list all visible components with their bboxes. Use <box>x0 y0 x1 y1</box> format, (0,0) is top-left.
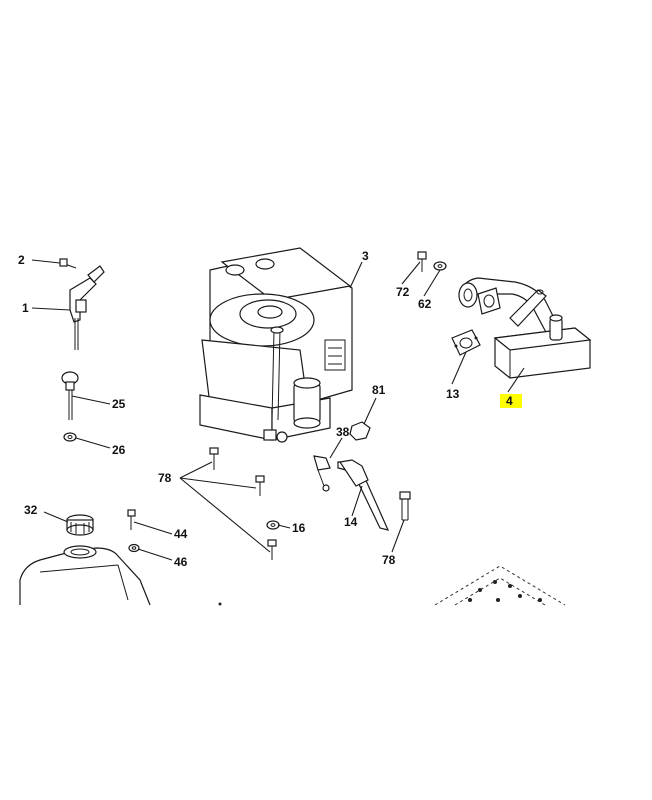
part-muffler-4 <box>458 277 592 379</box>
part-screw-44 <box>127 509 136 530</box>
part-screw-2 <box>59 258 77 269</box>
part-fitting-38 <box>313 455 331 492</box>
part-washer-62 <box>433 261 447 271</box>
callout-72: 72 <box>396 285 410 299</box>
part-nut-81 <box>349 421 371 441</box>
callout-44: 44 <box>174 527 188 541</box>
callout-4: 4 <box>506 394 513 408</box>
callout-3: 3 <box>362 249 369 263</box>
callout-14: 14 <box>344 515 358 529</box>
part-washer-16 <box>266 520 280 530</box>
part-gasket-13 <box>451 329 481 356</box>
callout-26: 26 <box>112 443 126 457</box>
callout-38: 38 <box>336 425 350 439</box>
part-engine-3 <box>199 247 353 443</box>
leader-lines <box>31 259 525 561</box>
callout-16: 16 <box>292 521 306 535</box>
part-throttle-control-1 <box>69 265 105 350</box>
callout-4-highlight <box>500 394 522 408</box>
part-hose-14 <box>337 459 390 531</box>
callout-2: 2 <box>18 253 25 267</box>
callouts: 2 1 25 26 3 72 62 13 4 81 38 78 16 14 78… <box>18 249 513 569</box>
callout-81: 81 <box>372 383 386 397</box>
callout-32: 32 <box>24 503 38 517</box>
callout-1: 1 <box>22 301 29 315</box>
part-bolt-78b <box>399 491 411 521</box>
callout-25: 25 <box>112 397 126 411</box>
callout-62: 62 <box>418 297 432 311</box>
callout-46: 46 <box>174 555 188 569</box>
callout-78-bolt: 78 <box>382 553 396 567</box>
callout-78-engine: 78 <box>158 471 172 485</box>
part-frame-partial <box>218 565 566 606</box>
part-washer-46 <box>128 543 140 553</box>
part-knob-25 <box>61 371 79 420</box>
part-fuel-tank <box>19 545 151 606</box>
part-fuel-cap-32 <box>66 514 94 536</box>
part-screws-78a <box>209 447 277 560</box>
part-bolt-72 <box>417 251 427 272</box>
callout-13: 13 <box>446 387 460 401</box>
part-washer-26 <box>63 432 77 442</box>
